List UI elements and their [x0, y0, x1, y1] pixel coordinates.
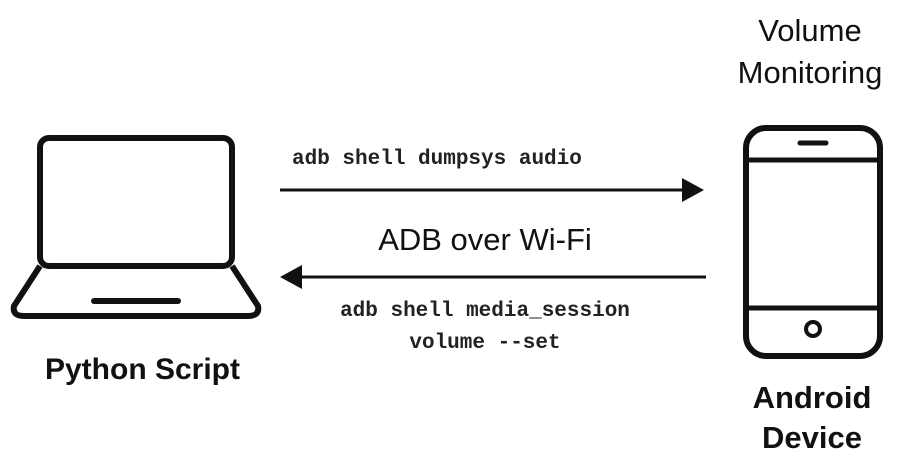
phone-body: [743, 125, 883, 359]
command-to-laptop-line2: volume --set: [409, 332, 561, 355]
laptop-screen: [37, 135, 235, 269]
command-to-laptop: adb shell media_session volume --set: [290, 296, 680, 360]
phone-label-line2: Device: [762, 420, 862, 455]
phone-label: Android Device: [712, 378, 912, 458]
phone-label-line1: Android: [752, 380, 872, 415]
arrow-to-device-head: [682, 178, 704, 202]
phone-home-button: [804, 320, 822, 338]
arrow-to-laptop-head: [280, 265, 302, 289]
command-to-device: adb shell dumpsys audio: [292, 148, 582, 171]
smartphone-icon: [743, 125, 883, 359]
phone-title-line2: Monitoring: [737, 55, 883, 90]
command-to-laptop-line1: adb shell media_session: [340, 300, 630, 323]
phone-title: Volume Monitoring: [690, 10, 913, 94]
connection-label: ADB over Wi-Fi: [378, 222, 592, 257]
laptop-label: Python Script: [44, 353, 240, 386]
laptop-base: [10, 264, 262, 319]
phone-title-line1: Volume: [758, 13, 862, 48]
